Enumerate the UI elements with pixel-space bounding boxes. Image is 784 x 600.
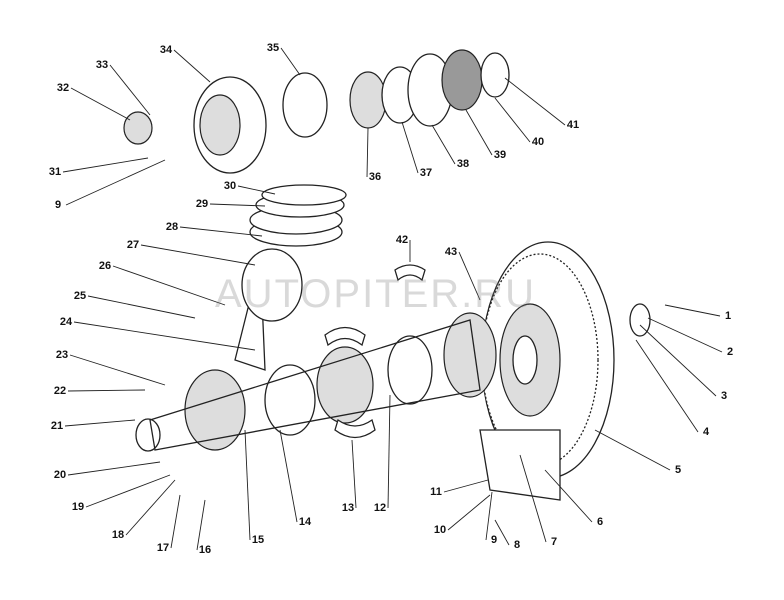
callout-21[interactable]: 21 (50, 420, 64, 432)
leader-line (244, 429, 251, 541)
leader-line (85, 474, 171, 508)
leader-line (443, 479, 489, 493)
callout-8[interactable]: 8 (513, 539, 521, 551)
callout-10[interactable]: 10 (433, 524, 447, 536)
callout-29[interactable]: 29 (195, 198, 209, 210)
callout-34[interactable]: 34 (159, 44, 173, 56)
leader-line (458, 251, 481, 301)
leader-line (401, 121, 419, 174)
callout-17[interactable]: 17 (156, 542, 170, 554)
leader-line (387, 394, 391, 509)
callout-7[interactable]: 7 (550, 536, 558, 548)
callout-23[interactable]: 23 (55, 349, 69, 361)
leader-line (664, 304, 721, 317)
callout-30[interactable]: 30 (223, 180, 237, 192)
leader-line (504, 77, 566, 126)
callout-4[interactable]: 4 (702, 426, 710, 438)
leader-line (125, 479, 176, 536)
callout-5[interactable]: 5 (674, 464, 682, 476)
callout-33[interactable]: 33 (95, 59, 109, 71)
leader-line (209, 203, 266, 207)
leader-line (73, 321, 256, 351)
connecting-rod-and-piston (234, 184, 347, 371)
leader-line (485, 491, 493, 541)
callout-24[interactable]: 24 (59, 316, 73, 328)
leader-line (64, 419, 136, 427)
callout-11[interactable]: 11 (430, 486, 442, 498)
leader-line (67, 389, 146, 392)
leader-line (87, 295, 196, 319)
callout-14[interactable]: 14 (298, 516, 312, 528)
callout-26[interactable]: 26 (98, 260, 112, 272)
leader-line (635, 339, 699, 433)
callout-13[interactable]: 13 (341, 502, 355, 514)
callout-32[interactable]: 32 (56, 82, 70, 94)
callout-16[interactable]: 16 (198, 544, 212, 556)
flywheel (481, 241, 615, 479)
callout-20[interactable]: 20 (53, 469, 67, 481)
callout-40[interactable]: 40 (531, 136, 545, 148)
leader-line (237, 185, 276, 195)
leader-line (594, 429, 671, 471)
callout-28[interactable]: 28 (165, 221, 179, 233)
leader-line (447, 494, 491, 531)
leader-line (494, 519, 510, 546)
callout-25[interactable]: 25 (73, 290, 87, 302)
leader-line (70, 87, 131, 121)
leader-line (65, 159, 166, 206)
callout-42[interactable]: 42 (395, 234, 409, 246)
leader-line (69, 354, 166, 386)
callout-41[interactable]: 41 (566, 119, 580, 131)
crankshaft (135, 312, 497, 452)
callout-43[interactable]: 43 (444, 246, 458, 258)
leader-line (544, 469, 593, 523)
leader-line (170, 494, 181, 549)
callout-6[interactable]: 6 (596, 516, 604, 528)
leader-line (647, 317, 723, 353)
callout-2[interactable]: 2 (726, 346, 734, 358)
pulleys-and-gears (123, 49, 510, 174)
leader-line (179, 226, 263, 237)
leader-line (494, 97, 531, 143)
callout-35[interactable]: 35 (266, 42, 280, 54)
rear-seal-and-housing (479, 303, 651, 501)
leader-line (519, 454, 547, 543)
leader-line (366, 127, 369, 178)
leader-lines (62, 47, 723, 551)
leader-line (279, 429, 298, 523)
callout-22[interactable]: 22 (53, 385, 67, 397)
callout-36[interactable]: 36 (368, 171, 382, 183)
callout-9[interactable]: 9 (54, 199, 62, 211)
callout-19[interactable]: 19 (71, 501, 85, 513)
leader-line (465, 109, 493, 156)
leader-line (280, 47, 301, 76)
callout-18[interactable]: 18 (111, 529, 125, 541)
leader-line (196, 499, 206, 551)
callout-1[interactable]: 1 (724, 310, 732, 322)
leader-line (639, 324, 717, 397)
bearing-shells (324, 264, 426, 439)
leader-line (62, 157, 149, 173)
callout-27[interactable]: 27 (126, 239, 140, 251)
callout-3[interactable]: 3 (720, 390, 728, 402)
watermark: AUTOPITER.RU (215, 272, 537, 316)
callout-39[interactable]: 39 (493, 149, 507, 161)
callout-12[interactable]: 12 (373, 502, 387, 514)
leader-line (112, 265, 226, 306)
leader-line (67, 461, 161, 476)
leader-line (431, 124, 456, 165)
leader-line (109, 64, 151, 116)
callout-38[interactable]: 38 (456, 158, 470, 170)
leader-line (140, 244, 256, 266)
leader-line (173, 49, 211, 83)
leader-line (351, 439, 357, 509)
callout-37[interactable]: 37 (419, 167, 433, 179)
callout-31[interactable]: 31 (48, 166, 62, 178)
callout-9[interactable]: 9 (490, 534, 498, 546)
callout-15[interactable]: 15 (251, 534, 265, 546)
